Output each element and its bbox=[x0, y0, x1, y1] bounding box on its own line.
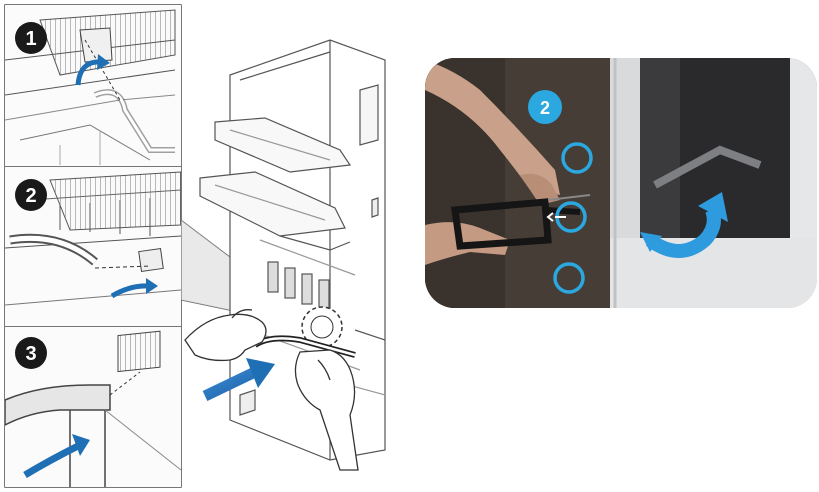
step-2-badge: 2 bbox=[15, 179, 47, 211]
photo-step-badge: 2 bbox=[528, 90, 562, 124]
step-panels: 1 2 bbox=[5, 5, 181, 487]
step-3-number: 3 bbox=[25, 343, 36, 365]
step-3-badge: 3 bbox=[15, 337, 47, 369]
step-1-number: 1 bbox=[25, 28, 36, 50]
step-2-number: 2 bbox=[25, 185, 36, 207]
machine-illustration bbox=[200, 40, 385, 460]
photo-step-number: 2 bbox=[540, 98, 550, 118]
step-1-badge: 1 bbox=[15, 22, 47, 54]
photo-panel bbox=[425, 58, 817, 308]
